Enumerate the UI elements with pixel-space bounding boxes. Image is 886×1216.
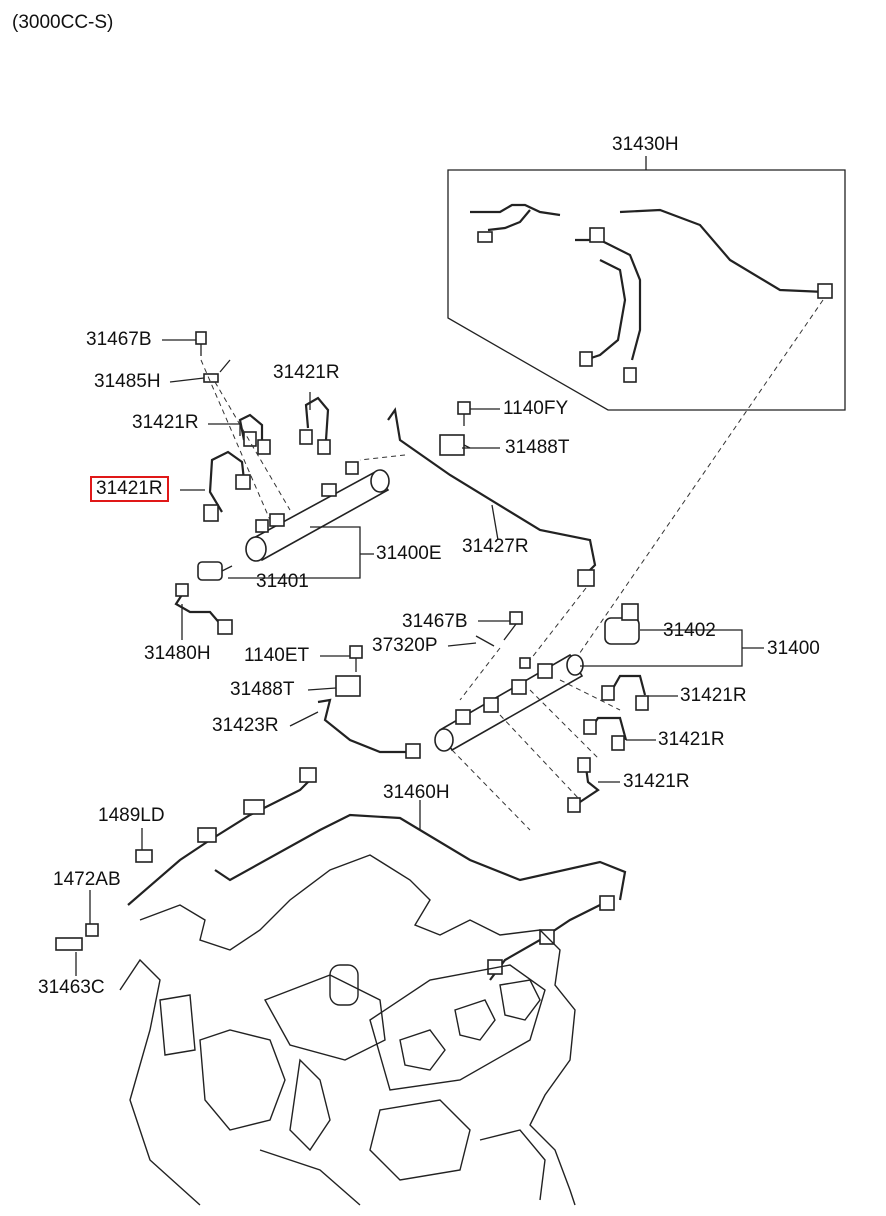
part-1140et-31488t	[335, 645, 363, 697]
label-31402[interactable]: 31402	[663, 620, 716, 641]
label-31421r-right-2[interactable]: 31421R	[658, 729, 725, 750]
part-31460h-pipe	[55, 767, 627, 981]
label-31488t-lower[interactable]: 31488T	[230, 679, 295, 700]
label-31423r[interactable]: 31423R	[212, 715, 279, 736]
label-31467b-lower[interactable]: 31467B	[402, 611, 468, 632]
part-31423r-pipe	[317, 698, 421, 759]
label-31463c[interactable]: 31463C	[38, 977, 105, 998]
fuel-rail-upper	[174, 331, 390, 635]
label-1140et[interactable]: 1140ET	[244, 645, 310, 666]
label-37320p[interactable]: 37320P	[372, 635, 438, 656]
label-1472ab[interactable]: 1472AB	[53, 869, 121, 890]
label-31480h[interactable]: 31480H	[144, 643, 211, 664]
label-31430h[interactable]: 31430H	[612, 134, 679, 155]
label-31485h[interactable]: 31485H	[94, 371, 161, 392]
part-31427r-pipe	[359, 407, 597, 661]
label-31401[interactable]: 31401	[256, 571, 309, 592]
label-31467b[interactable]: 31467B	[86, 329, 152, 350]
label-1489ld[interactable]: 1489LD	[98, 805, 165, 826]
label-31488t-upper[interactable]: 31488T	[505, 437, 570, 458]
label-31421r-highlighted[interactable]: 31421R	[90, 476, 169, 502]
label-31427r[interactable]: 31427R	[462, 536, 529, 557]
variant-title: (3000CC-S)	[12, 12, 114, 33]
part-31430h-box	[447, 156, 846, 661]
part-1140fy-31488t	[439, 401, 471, 456]
label-31460h[interactable]: 31460H	[383, 782, 450, 803]
label-31400e[interactable]: 31400E	[376, 543, 442, 564]
fuel-rail-lower	[434, 603, 649, 831]
label-1140fy[interactable]: 1140FY	[503, 398, 569, 419]
engine-block	[119, 854, 576, 1206]
label-31400[interactable]: 31400	[767, 638, 820, 659]
label-31421r-right-3[interactable]: 31421R	[623, 771, 690, 792]
label-31421r-top[interactable]: 31421R	[273, 362, 340, 383]
label-31421r-left[interactable]: 31421R	[132, 412, 199, 433]
leader-lines	[75, 339, 764, 976]
label-31421r-right-1[interactable]: 31421R	[680, 685, 747, 706]
